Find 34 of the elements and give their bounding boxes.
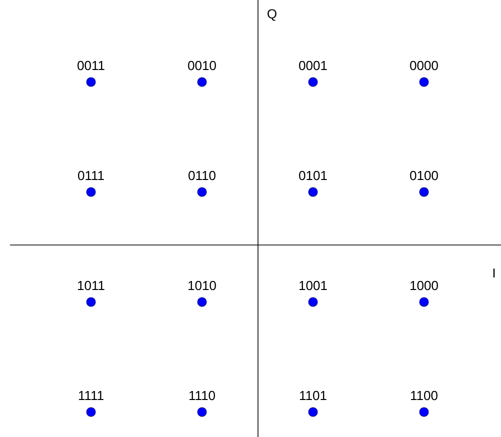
node-label: 0100: [410, 170, 438, 180]
node-label: 0011: [78, 60, 104, 70]
node-label: 0110: [188, 170, 216, 180]
node-label: 0111: [78, 170, 104, 180]
constellation-point: 0001: [299, 60, 327, 87]
node-label: 1110: [189, 390, 215, 400]
node-label: 1101: [300, 390, 326, 400]
constellation-point: 1011: [78, 280, 104, 307]
constellation-point: 0000: [410, 60, 438, 87]
node-label: 1011: [78, 280, 104, 290]
constellation-point: 1100: [411, 390, 438, 417]
node-label: 1000: [410, 280, 438, 290]
constellation-point: 0010: [188, 60, 216, 87]
constellation-point: 1111: [78, 391, 104, 417]
node-label: 1111: [78, 391, 104, 400]
constellation-point: 1101: [300, 390, 326, 417]
axis-label: Q: [268, 9, 276, 21]
node-label: 1100: [411, 390, 438, 400]
constellation-point: 1000: [410, 280, 438, 307]
node-label: 1010: [188, 280, 216, 290]
constellation-point: 0011: [78, 60, 104, 87]
constellation-point: 0111: [78, 170, 104, 197]
axis-label: I: [493, 268, 495, 278]
node-label: 0010: [188, 60, 216, 70]
constellation-point: 0110: [188, 170, 216, 197]
constellation-point: 1110: [190, 390, 215, 417]
constellation-point: 1001: [300, 280, 327, 307]
node-label: 1001: [300, 280, 327, 290]
constellation-point: 1010: [188, 280, 216, 307]
constellation-point: 0101: [299, 170, 327, 197]
constellation-point: 0100: [410, 170, 438, 197]
node-label: 0001: [299, 60, 327, 70]
node-label: 0101: [299, 170, 327, 180]
node-label: 0000: [410, 60, 438, 70]
